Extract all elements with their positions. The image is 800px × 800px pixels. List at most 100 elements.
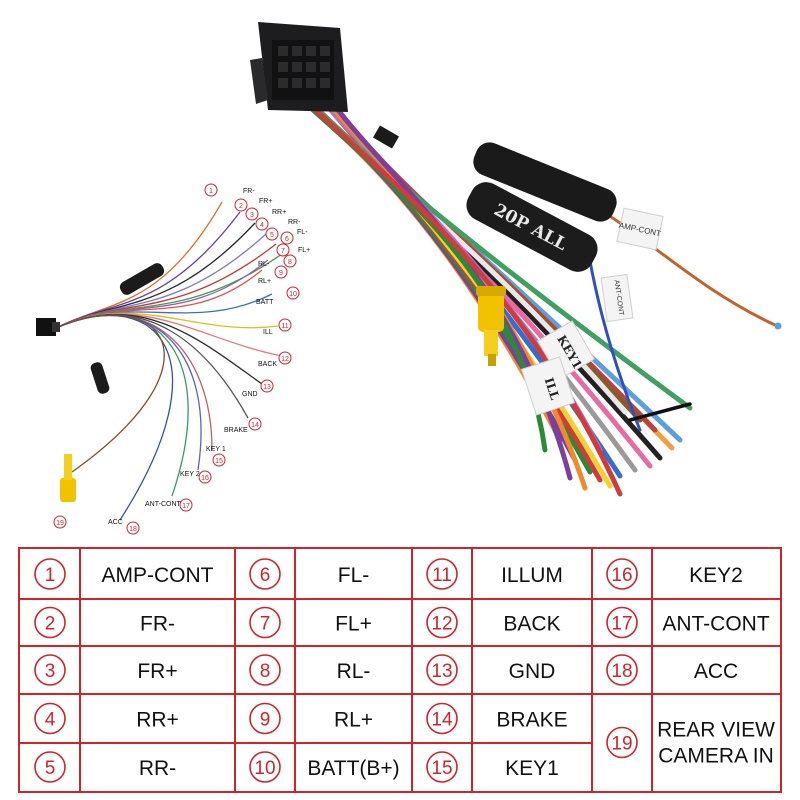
legend-number: 14 xyxy=(431,710,453,731)
sketch-callout-label: RR- xyxy=(288,219,301,226)
sketch-callout-label: GND xyxy=(242,391,258,398)
sketch-callout-number: 16 xyxy=(201,475,209,482)
legend-label: FL- xyxy=(338,564,370,587)
legend-number: 4 xyxy=(45,710,56,731)
legend-label: BACK xyxy=(503,613,560,636)
sketch-callout-circle xyxy=(280,231,294,245)
legend-label: RL+ xyxy=(334,709,373,732)
legend-number-circle xyxy=(426,606,458,639)
sketch-callout-circle xyxy=(283,254,297,268)
sketch-rca-plug xyxy=(60,478,76,502)
legend-number-circle xyxy=(34,558,66,590)
legend-number-circle xyxy=(249,558,281,590)
sketch-callout-number: 15 xyxy=(215,458,223,465)
sketch-callout-circle xyxy=(204,183,218,197)
sketch-callout-number: 7 xyxy=(281,248,285,255)
sketch-connector xyxy=(36,318,56,336)
legend-number: 11 xyxy=(432,565,452,586)
sketch-callout-circle xyxy=(286,286,300,300)
module-upper xyxy=(473,142,617,222)
legend-label: RR- xyxy=(139,757,176,780)
sketch-callout-label: BRAKE xyxy=(224,427,248,434)
sketch-callout-circle xyxy=(198,470,212,484)
sketch-callout-circle xyxy=(278,351,292,365)
rca-camera-plug xyxy=(476,286,506,366)
sketch-callout-circle xyxy=(274,265,288,279)
sketch-callout-number: 6 xyxy=(285,236,289,243)
sketch-callout-circle xyxy=(265,227,279,241)
legend-number: 16 xyxy=(611,565,632,586)
sketch-callout-number: 5 xyxy=(270,232,274,239)
zip-tie xyxy=(372,125,400,149)
legend-number: 15 xyxy=(431,758,452,779)
sketch-callout-number: 10 xyxy=(289,291,297,298)
sketch-wire-fan xyxy=(55,201,283,521)
sketch-callout-label: FR+ xyxy=(259,198,272,205)
sketch-callout-circle xyxy=(278,318,292,332)
sketch-callout-label: RL- xyxy=(258,261,270,268)
sketch-callout-number: 12 xyxy=(281,356,289,363)
sketch-callout-label: BACK xyxy=(258,361,277,368)
legend-number: 2 xyxy=(45,614,56,635)
legend-number-circle xyxy=(34,606,66,639)
sketch-callout-label: ILL xyxy=(263,329,273,336)
legend-label: CAMERA IN xyxy=(658,745,774,768)
legend-label: ACC xyxy=(694,660,738,683)
legend-label: RR+ xyxy=(136,709,179,732)
photo-harness: 20P ALL AMP-CONT ANT-CONT KEY1 xyxy=(250,22,782,497)
sketch-callout-label: RR+ xyxy=(272,209,286,216)
sketch-callout-number: 2 xyxy=(239,203,243,210)
sketch-callout-number: 13 xyxy=(263,384,271,391)
legend-label: BATT(B+) xyxy=(307,757,399,780)
sketch-callout-circle xyxy=(234,198,248,212)
legend-number-circle xyxy=(34,751,66,783)
sketch-callout-number: 9 xyxy=(279,270,283,277)
sketch-callout-label: FR- xyxy=(243,188,255,195)
harness-svg: 20P ALL AMP-CONT ANT-CONT KEY1 xyxy=(36,22,782,535)
sketch-callout-number: 18 xyxy=(129,526,137,533)
legend-label: RL- xyxy=(337,660,371,683)
legend-number: 12 xyxy=(431,614,452,635)
sketch-callout-number: 19 xyxy=(56,520,64,527)
legend-number: 10 xyxy=(254,758,275,779)
legend-number-circle xyxy=(34,654,66,686)
main-connector xyxy=(250,22,348,112)
sketch-callout-circle xyxy=(53,515,67,529)
sketch-callout-circle xyxy=(179,498,193,512)
legend-number-circle xyxy=(34,702,66,735)
legend-number-circle xyxy=(606,558,638,590)
sketch-callout-number: 14 xyxy=(251,422,259,429)
tag-ill: ILL xyxy=(520,356,576,416)
legend-label: KEY2 xyxy=(689,564,743,587)
legend-label: KEY1 xyxy=(505,757,559,780)
sketch-callout-circle xyxy=(245,207,259,221)
legend-number-circle xyxy=(606,654,638,686)
sketch-callout-label: ANT-CONT xyxy=(145,501,182,508)
legend-number: 9 xyxy=(260,710,271,731)
sketch-callout-label: RL+ xyxy=(258,278,271,285)
sketch-callout-circle xyxy=(212,453,226,467)
legend-number-circle xyxy=(249,702,281,735)
legend-label: ILLUM xyxy=(501,564,563,587)
legend-number-circle xyxy=(426,751,458,783)
sketch-callout-label: KEY 1 xyxy=(206,446,226,453)
tag-ill-text: ILL xyxy=(542,376,562,402)
sketch-callout-label: FL+ xyxy=(298,247,310,254)
legend-number-circle xyxy=(249,751,281,783)
sketch-callout-number: 3 xyxy=(250,212,254,219)
sketch-callout-circle xyxy=(276,243,290,257)
legend-number-circle xyxy=(426,558,458,590)
legend-number: 7 xyxy=(260,614,271,635)
sketch-callout-number: 4 xyxy=(260,222,264,229)
sketch-callout-number: 8 xyxy=(288,259,292,266)
legend-number: 5 xyxy=(45,758,56,779)
legend-number-circle xyxy=(426,654,458,686)
sketch-callout-number: 11 xyxy=(281,323,288,330)
legend-number: 6 xyxy=(260,565,271,586)
legend-number: 3 xyxy=(45,661,56,682)
legend-label: REAR VIEW xyxy=(657,719,775,742)
